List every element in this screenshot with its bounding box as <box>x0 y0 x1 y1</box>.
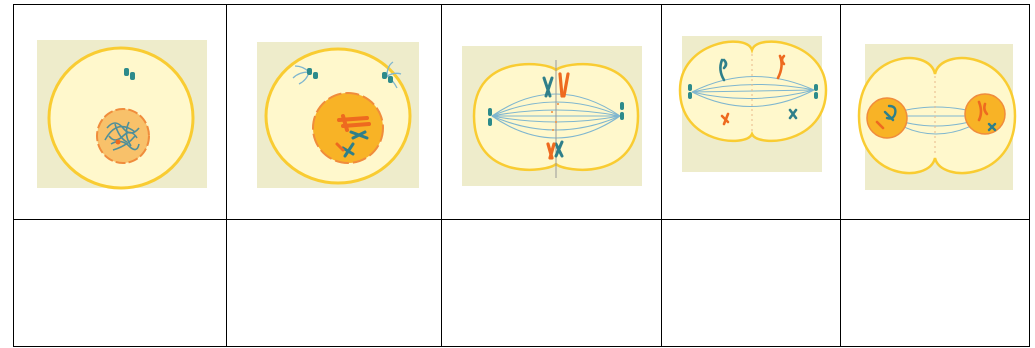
stage-4-cell <box>662 5 841 220</box>
stage-4-label-cell[interactable] <box>662 220 841 347</box>
stage-5-illustration <box>845 32 1025 192</box>
nucleolus-icon <box>116 140 121 145</box>
stage-2-illustration <box>239 32 429 192</box>
stage-3-label-cell[interactable] <box>442 220 662 347</box>
stage-3-cell <box>442 5 662 220</box>
stage-5-label-cell[interactable] <box>841 220 1030 347</box>
stage-1-cell <box>14 5 227 220</box>
stage-5-cell <box>841 5 1030 220</box>
answer-row <box>14 220 1030 347</box>
stage-1-illustration <box>25 32 215 192</box>
stage-3-illustration <box>452 32 652 192</box>
mitosis-stage-table <box>13 4 1030 347</box>
stage-4-illustration <box>666 32 836 192</box>
stage-1-label-cell[interactable] <box>14 220 227 347</box>
illustration-row <box>14 5 1030 220</box>
stage-2-cell <box>227 5 442 220</box>
daughter-nucleus-right <box>965 94 1005 134</box>
stage-2-label-cell[interactable] <box>227 220 442 347</box>
